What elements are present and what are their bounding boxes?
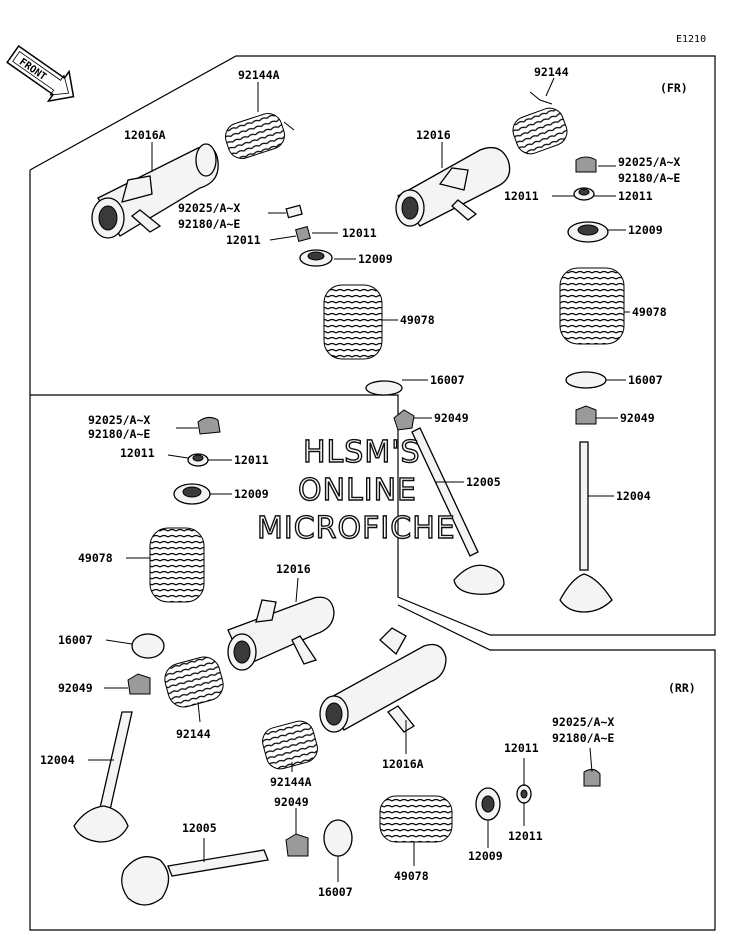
label-rr-49078-bottom: 49078 [394, 869, 429, 883]
watermark-line-3: MICROFICHE [257, 511, 456, 546]
watermark: HLSM'S ONLINE MICROFICHE [256, 434, 456, 546]
valve-spring-49078-fr-left [323, 284, 383, 360]
retainer-12009-rr-left [173, 483, 211, 505]
label-rr-92180-left: 92180/A~E [88, 427, 150, 441]
label-fr-92144: 92144 [534, 65, 569, 79]
label-rr-92180-right: 92180/A~E [552, 731, 614, 745]
label-fr-92049-right: 92049 [620, 411, 655, 425]
label-rr-92144a: 92144A [270, 775, 312, 789]
label-rr-12009-left: 12009 [234, 487, 269, 501]
label-rr-49078-left: 49078 [78, 551, 113, 565]
keeper-92025-rr-right [583, 768, 601, 787]
label-fr-12011-left-a: 12011 [226, 233, 261, 247]
seat-16007-fr-right [565, 371, 607, 389]
label-rr-12016: 12016 [276, 562, 311, 576]
label-fr-12016a: 12016A [124, 128, 166, 142]
label-fr-16007-right: 16007 [628, 373, 663, 387]
front-arrow-icon: FRONT [6, 44, 75, 103]
label-fr-12011-left-b: 12011 [342, 226, 377, 240]
corner-code: E1210 [676, 34, 706, 45]
leader-lines [88, 77, 630, 882]
seal-92049-fr-right [575, 405, 597, 425]
retainer-12009-fr-left [299, 249, 333, 267]
label-rr-12009-bottom: 12009 [468, 849, 503, 863]
rocker-arm-12016-rr [227, 596, 335, 671]
seat-16007-rr-bottom [323, 819, 353, 857]
label-fr-49078-left: 49078 [400, 313, 435, 327]
label-fr-12016: 12016 [416, 128, 451, 142]
valve-12004-fr [559, 441, 613, 613]
label-rr-92049-bottom: 92049 [274, 795, 309, 809]
label-rr-12005: 12005 [182, 821, 217, 835]
label-rr-92025-left: 92025/A~X [88, 413, 150, 427]
rocker-arm-12016a-rr [319, 627, 447, 733]
rr-section-frame [29, 395, 716, 931]
label-rr-12011-left-a: 12011 [120, 446, 155, 460]
label-rr-16007-bottom: 16007 [318, 885, 353, 899]
label-fr-92049-left: 92049 [434, 411, 469, 425]
label-rr-12011-bottom-b: 12011 [508, 829, 543, 843]
collet-12011-rr-left [187, 453, 209, 467]
watermark-line-1: HLSM'S [303, 435, 421, 470]
label-fr-49078-right: 49078 [632, 305, 667, 319]
label-fr-12004: 12004 [616, 489, 651, 503]
label-rr-12011-left-b: 12011 [234, 453, 269, 467]
label-fr-92025-left: 92025/A~X [178, 201, 240, 215]
retainer-12009-fr-right [567, 221, 609, 243]
label-fr-92180-right: 92180/A~E [618, 171, 680, 185]
seat-16007-fr-left [365, 380, 403, 396]
valve-12005-fr [411, 427, 505, 595]
valve-12005-rr [121, 849, 269, 906]
valve-spring-49078-rr-left [149, 527, 205, 603]
fr-section-frame [29, 55, 716, 636]
label-fr-12009-left: 12009 [358, 252, 393, 266]
torsion-spring-92144a-rr [262, 720, 318, 770]
seal-92049-rr-left [127, 673, 151, 695]
keeper-92025-fr-right [575, 156, 597, 173]
seal-92049-fr-left [393, 409, 415, 431]
watermark-line-2: ONLINE [298, 473, 417, 508]
collet-12011-fr-right [573, 187, 595, 201]
label-fr-92025-right: 92025/A~X [618, 155, 680, 169]
label-rr-92049-left: 92049 [58, 681, 93, 695]
label-fr-12009-right: 12009 [628, 223, 663, 237]
label-fr-92144a: 92144A [238, 68, 280, 82]
retainer-12009-rr-bottom [475, 787, 501, 821]
collet-12011-fr-left [295, 226, 311, 242]
keeper-92025-fr-left [285, 204, 303, 219]
label-rr-12016a: 12016A [382, 757, 424, 771]
torsion-spring-92144a-fr [224, 113, 295, 159]
rocker-arm-12016a-fr [91, 143, 219, 239]
label-fr-12011-right-b: 12011 [618, 189, 653, 203]
label-rr-92144: 92144 [176, 727, 211, 741]
part-labels: 92144A 12016A 92144 12016 92025/A~X 9218… [40, 65, 680, 899]
torsion-spring-92144-rr [164, 656, 224, 708]
label-fr-12011-right-a: 12011 [504, 189, 539, 203]
label-rr-16007-left: 16007 [58, 633, 93, 647]
collet-12011-rr-bottom [516, 784, 532, 804]
valve-spring-49078-fr-right [559, 267, 625, 345]
label-fr-12005: 12005 [466, 475, 501, 489]
section-rr-label: (RR) [668, 681, 696, 695]
label-rr-92025-right: 92025/A~X [552, 715, 614, 729]
label-fr-16007-left: 16007 [430, 373, 465, 387]
section-fr-label: (FR) [660, 81, 688, 95]
label-rr-12004: 12004 [40, 753, 75, 767]
seat-16007-rr-left [131, 633, 165, 659]
label-fr-92180-left: 92180/A~E [178, 217, 240, 231]
torsion-spring-92144-fr [512, 91, 568, 155]
keeper-92025-rr-left [197, 416, 221, 435]
valve-12004-rr [73, 711, 133, 843]
valve-spring-49078-rr-bottom [379, 795, 453, 843]
seal-92049-rr-bottom [285, 833, 309, 857]
rocker-arm-12016-fr [395, 146, 511, 227]
label-rr-12011-bottom-a: 12011 [504, 741, 539, 755]
